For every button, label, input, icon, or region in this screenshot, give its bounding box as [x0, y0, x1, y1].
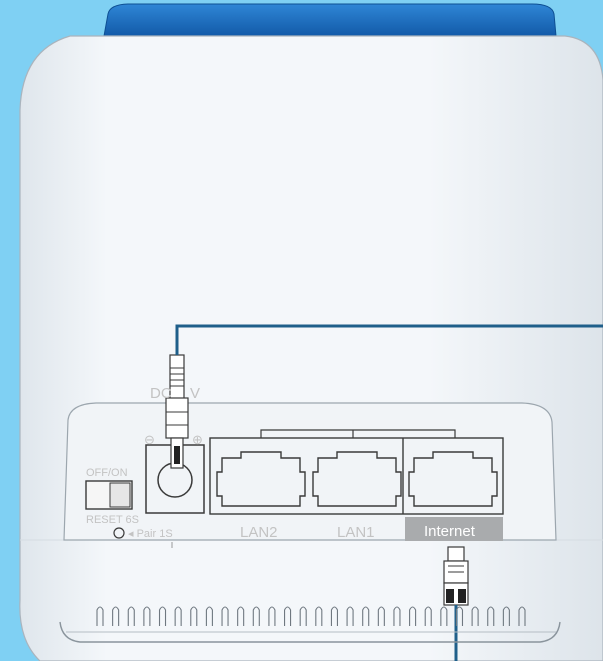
vent-slot	[284, 606, 292, 626]
vent-slot	[502, 606, 510, 626]
vent-slot	[237, 606, 245, 626]
ethernet-plug-icon	[443, 546, 469, 606]
vent-slot	[96, 606, 104, 626]
lan-port-bracket	[260, 429, 456, 438]
power-switch-icon[interactable]	[85, 480, 133, 510]
ethernet-port-block	[209, 437, 504, 515]
vent-slot	[471, 606, 479, 626]
vent-slot	[440, 606, 448, 626]
vent-slot	[127, 606, 135, 626]
internet-label: Internet	[424, 523, 476, 540]
vent-slot	[518, 606, 526, 626]
lan1-port[interactable]	[312, 451, 402, 507]
vent-slot	[377, 606, 385, 626]
vent-slot	[252, 606, 260, 626]
minus-icon: ⊖	[144, 432, 155, 447]
vent-slot	[268, 606, 276, 626]
vent-slot	[424, 606, 432, 626]
lan2-label: LAN2	[240, 524, 278, 541]
vent-slot	[112, 606, 120, 626]
ethernet-port-icon	[216, 451, 306, 507]
dc-suffix-label: V	[190, 385, 200, 402]
reset-label: RESET 6S	[86, 514, 139, 526]
plus-icon: ⊕	[192, 432, 203, 447]
reset-hole-icon[interactable]	[113, 527, 125, 539]
ethernet-port-icon	[408, 451, 498, 507]
vent-slot	[362, 606, 370, 626]
dc-label: DC	[150, 385, 172, 402]
pair-label: ◂ Pair 1S	[128, 528, 173, 540]
vent-slot	[158, 606, 167, 626]
vent-slot	[221, 606, 229, 626]
off-on-label: OFF/ON	[86, 467, 128, 479]
vent-slot	[346, 606, 354, 626]
vent-slot	[315, 606, 323, 626]
vent-slot	[174, 606, 182, 626]
internet-label-badge	[405, 517, 503, 541]
power-cable	[175, 324, 603, 355]
vent-slot	[455, 606, 464, 626]
device-foot	[59, 621, 561, 643]
vent-slot	[409, 606, 417, 626]
ventilation-slots	[96, 606, 526, 626]
ethernet-port-icon	[312, 451, 402, 507]
top-cap	[103, 3, 557, 37]
internet-port[interactable]	[408, 451, 498, 507]
vent-slot	[205, 606, 213, 626]
lan1-label: LAN1	[337, 524, 375, 541]
vent-slot	[190, 606, 198, 626]
vent-slot	[143, 606, 151, 626]
device-body	[19, 35, 603, 661]
vent-slot	[487, 606, 495, 626]
lan2-port[interactable]	[216, 451, 306, 507]
vent-slot	[330, 606, 338, 626]
vent-slot	[299, 606, 307, 626]
vent-slot	[393, 606, 401, 626]
